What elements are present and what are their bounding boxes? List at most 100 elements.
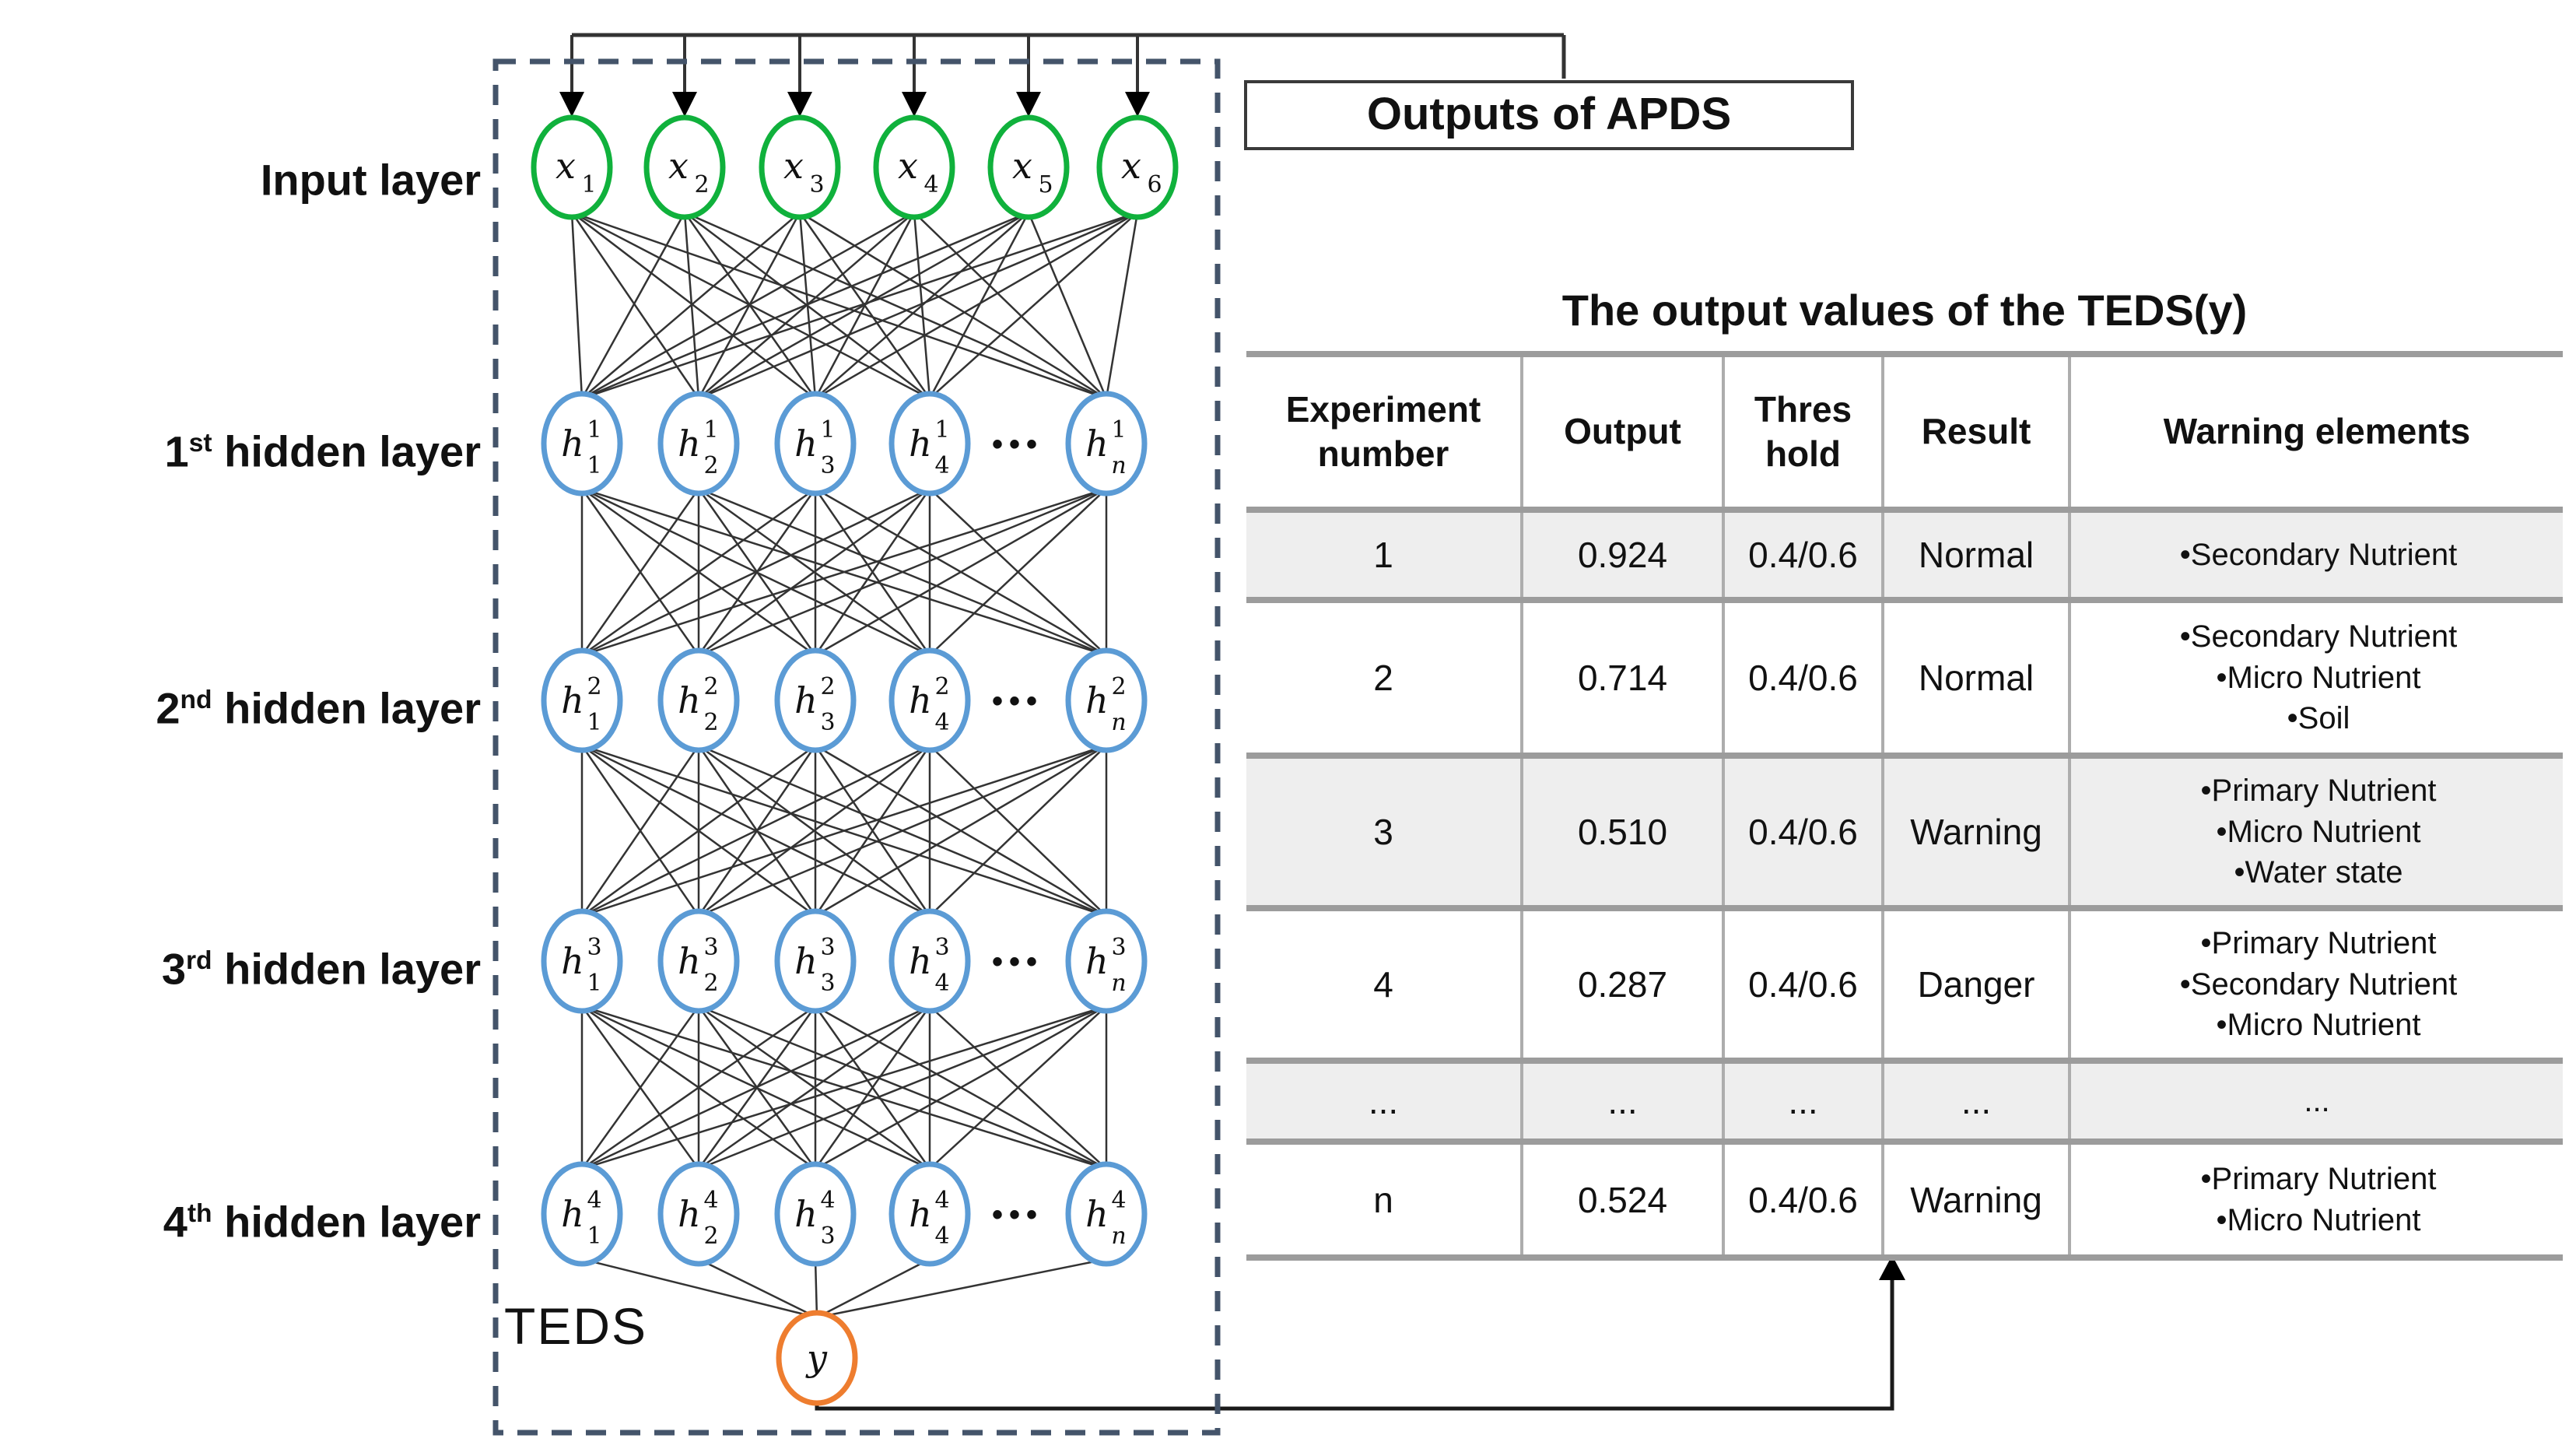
warning-item: •Micro Nutrient (2216, 1202, 2421, 1237)
hidden-node-label: h (909, 423, 932, 465)
connection-line (581, 487, 931, 657)
hidden-node-sup: 4 (703, 1187, 718, 1214)
hidden-node-sup: 3 (587, 934, 601, 961)
cell-warning-elements: •Primary Nutrient •Micro Nutrient (2068, 1142, 2563, 1261)
input-node-sub: 3 (809, 171, 824, 198)
ellipsis-dots: ••• (992, 1198, 1043, 1232)
outputs-of-apds-box: Outputs of APDS (1244, 80, 1854, 150)
cell-threshold: 0.4/0.6 (1722, 756, 1883, 911)
input-node-sub: 4 (924, 171, 938, 198)
cell-output: 0.510 (1520, 756, 1723, 911)
cell-experiment: 3 (1246, 756, 1522, 911)
ellipsis-dots: ••• (992, 684, 1043, 718)
warning-list: •Primary Nutrient•Micro Nutrient•Water s… (2073, 766, 2563, 898)
cell-output: ... (1520, 1061, 1723, 1145)
input-node-label: x (1012, 145, 1032, 187)
header-cell: Output (1520, 351, 1723, 513)
hidden-node-sup: 2 (587, 673, 601, 700)
connection-line (580, 745, 700, 917)
hidden-node-label: h (1085, 940, 1109, 982)
warning-list: •Secondary Nutrient•Micro Nutrient•Soil (2073, 612, 2563, 744)
warning-item: •Micro Nutrient (2216, 660, 2421, 695)
hidden-node-sub: 4 (934, 970, 949, 997)
feedback-line (815, 1280, 1894, 1411)
connection-line (816, 1258, 1107, 1319)
warning-item: •Primary Nutrient (2200, 1161, 2437, 1196)
hidden-node (1065, 647, 1148, 753)
hidden-node (774, 391, 857, 496)
connection-line (570, 212, 584, 399)
hidden-node-label: h (909, 1193, 932, 1235)
input-node (873, 114, 955, 220)
hidden-node-label: h (1085, 679, 1109, 721)
hidden-node-sup: 3 (820, 934, 835, 961)
hidden-node-sub: 1 (587, 709, 601, 736)
hidden-node-sub: 1 (587, 1223, 601, 1250)
layer-label: 3rd hidden layer (161, 944, 481, 994)
hidden-node-sup: 1 (587, 416, 601, 444)
cell-output: 0.714 (1520, 600, 1723, 759)
layer-label: 1st hidden layer (164, 426, 481, 476)
cell-threshold: 0.4/0.6 (1722, 600, 1883, 759)
cell-experiment: 4 (1246, 908, 1522, 1064)
hidden-node (657, 908, 740, 1014)
hidden-node (1065, 1161, 1148, 1267)
connection-line (581, 487, 1107, 657)
cell-threshold: ... (1722, 1061, 1883, 1145)
header-cell: Experiment number (1246, 351, 1522, 513)
warning-item: •Secondary Nutrient (2179, 537, 2458, 572)
connection-line (799, 211, 1107, 400)
warning-item: •Secondary Nutrient (2179, 967, 2458, 1002)
hidden-node (888, 391, 971, 496)
hidden-node (657, 1161, 740, 1267)
hidden-node-sub: 2 (703, 452, 718, 479)
header-cell: Warning elements (2068, 351, 2563, 513)
hidden-node-sup: 4 (1111, 1187, 1126, 1214)
connection-line (814, 1258, 818, 1318)
hidden-node-sup: 2 (820, 673, 835, 700)
input-node-label: x (783, 145, 804, 187)
hidden-node-sub: 3 (820, 970, 835, 997)
ellipsis-dots: ••• (992, 945, 1043, 979)
hidden-node-label: h (678, 423, 701, 465)
hidden-node (888, 1161, 971, 1267)
cell-experiment: ... (1246, 1061, 1522, 1145)
hidden-node-sub: n (1111, 709, 1126, 736)
connection-line (928, 212, 1030, 399)
cell-warning-elements: •Primary Nutrient•Micro Nutrient•Water s… (2068, 756, 2563, 911)
cell-experiment: 1 (1246, 510, 1522, 603)
hidden-node (888, 647, 971, 753)
output-node (776, 1310, 858, 1406)
cell-result: Normal (1881, 510, 2070, 603)
cell-output: 0.924 (1520, 510, 1723, 603)
hidden-node-label: h (561, 423, 584, 465)
hidden-node-label: h (561, 679, 584, 721)
cell-warning-elements: •Primary Nutrient•Secondary Nutrient•Mic… (2068, 908, 2563, 1064)
connection-line (581, 211, 1138, 400)
warning-item: •Primary Nutrient (2200, 773, 2437, 808)
connection-line (581, 211, 915, 400)
hidden-node-label: h (909, 940, 932, 982)
hidden-node-sub: 4 (934, 452, 949, 479)
connection-line (816, 1258, 931, 1319)
connection-line (581, 487, 816, 657)
warning-item: •Micro Nutrient (2216, 814, 2421, 849)
connection-line (815, 1005, 1107, 1170)
hidden-node-sub: 1 (587, 970, 601, 997)
input-node-label: x (898, 145, 918, 187)
cell-output: 0.287 (1520, 908, 1723, 1064)
input-node-sub: 2 (694, 171, 709, 198)
connection-line (698, 1005, 1107, 1170)
connection-line (929, 745, 1107, 917)
warning-item: •Micro Nutrient (2216, 1008, 2421, 1043)
input-node (531, 114, 613, 220)
cell-output: 0.524 (1520, 1142, 1723, 1261)
hidden-node-sub: 4 (934, 709, 949, 736)
hidden-node (774, 1161, 857, 1267)
connection-line (815, 487, 1107, 657)
table-arrowhead (1879, 1255, 1905, 1280)
connection-line (581, 211, 1029, 400)
